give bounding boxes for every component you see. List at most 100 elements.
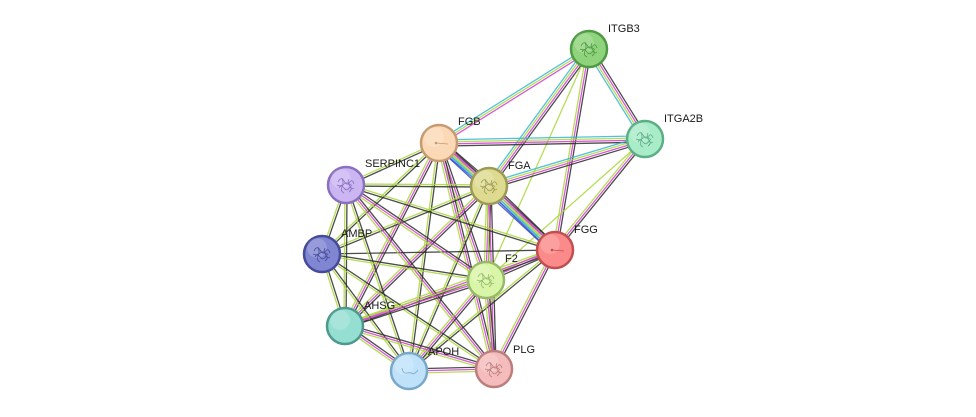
- edge-line: [554, 138, 646, 251]
- edge-line: [556, 49, 592, 251]
- edge-line: [322, 252, 487, 280]
- edge-line: [438, 142, 495, 370]
- edge-line: [437, 46, 589, 142]
- node-circle[interactable]: [474, 349, 514, 389]
- node-ambp[interactable]: [302, 234, 342, 274]
- node-label-plg: PLG: [513, 344, 535, 356]
- edge-line: [408, 279, 487, 372]
- edge-itga2b-fgg: [552, 137, 648, 252]
- node-fga[interactable]: [469, 166, 509, 206]
- node-serpinc1[interactable]: [326, 165, 366, 205]
- structure-glyph-icon: [479, 178, 498, 195]
- edge-line: [485, 138, 646, 281]
- node-circle[interactable]: [466, 260, 506, 300]
- edge-line: [320, 141, 439, 254]
- edge-line: [346, 182, 488, 279]
- node-fgg[interactable]: [535, 230, 575, 270]
- edge-itga2b-f2: [485, 138, 646, 281]
- edge-line: [489, 49, 591, 188]
- node-circle[interactable]: [389, 351, 429, 391]
- edge-serpinc1-f2: [344, 182, 488, 283]
- edge-line: [489, 141, 647, 190]
- edge-line: [344, 185, 409, 372]
- edge-itga2b-fgb: [438, 135, 646, 147]
- edge-line: [346, 183, 490, 186]
- edge-line: [342, 141, 438, 326]
- edge-line: [322, 143, 441, 256]
- node-circle[interactable]: [469, 166, 509, 206]
- edge-line: [554, 48, 590, 251]
- edge-line: [322, 252, 411, 371]
- edge-f2-apoh: [406, 278, 489, 373]
- structure-glyph-icon: [336, 177, 355, 194]
- node-label-ahsg: AHSG: [364, 300, 395, 312]
- edge-line: [344, 247, 555, 325]
- node-circle[interactable]: [625, 119, 665, 159]
- edge-line: [344, 279, 487, 327]
- edge-line: [485, 46, 587, 185]
- edge-ambp-plg: [321, 252, 495, 371]
- edge-line: [320, 254, 409, 373]
- edge-line: [345, 323, 495, 368]
- edge-itgb3-fgg: [552, 48, 592, 251]
- edge-line: [343, 184, 488, 325]
- edge-line: [345, 281, 487, 329]
- structure-glyph-icon: [484, 361, 503, 378]
- structure-glyph-icon: [312, 246, 331, 263]
- node-circle[interactable]: [326, 165, 366, 205]
- edge-line: [485, 48, 590, 281]
- node-itga2b[interactable]: [625, 119, 665, 159]
- node-f2[interactable]: [466, 260, 506, 300]
- node-apoh[interactable]: [389, 351, 429, 391]
- edge-fgb-ahsg: [342, 141, 442, 328]
- edge-line: [407, 185, 489, 371]
- node-circle[interactable]: [302, 234, 342, 274]
- edge-line: [491, 50, 593, 189]
- edge-serpinc1-plg: [343, 183, 497, 371]
- edge-itgb3-fgb: [437, 46, 591, 146]
- node-circle[interactable]: [325, 306, 365, 346]
- edge-line: [345, 184, 495, 370]
- edge-line: [407, 248, 555, 371]
- node-label-apoh: APOH: [428, 346, 459, 358]
- structure-glyph-icon: [635, 131, 654, 148]
- edge-line: [344, 249, 556, 327]
- edge-itgb3-fga: [485, 46, 593, 189]
- network-edges: [320, 46, 649, 374]
- edge-line: [345, 184, 487, 281]
- node-ahsg[interactable]: [325, 306, 365, 346]
- edge-line: [345, 185, 348, 327]
- node-plg[interactable]: [474, 349, 514, 389]
- edge-line: [410, 280, 489, 373]
- edge-fgb-plg: [436, 142, 497, 370]
- structure-glyph-icon: [434, 141, 449, 145]
- edge-fga-apoh: [407, 185, 491, 372]
- node-fgb[interactable]: [419, 123, 459, 163]
- edge-line: [438, 137, 645, 143]
- node-label-ambp: AMBP: [341, 228, 372, 240]
- edge-line: [344, 277, 486, 325]
- node-label-fgg: FGG: [574, 224, 598, 236]
- node-highlight: [330, 310, 350, 330]
- node-circle[interactable]: [569, 29, 609, 69]
- edge-line: [343, 184, 346, 326]
- edge-line: [438, 135, 645, 141]
- edge-fgb-ambp: [320, 141, 441, 256]
- node-itgb3[interactable]: [569, 29, 609, 69]
- edge-line: [487, 135, 645, 184]
- node-highlight: [424, 127, 444, 147]
- edge-line: [491, 248, 554, 369]
- node-highlight: [540, 234, 560, 254]
- structure-glyph-icon: [550, 248, 565, 252]
- edge-line: [347, 183, 497, 369]
- edge-line: [439, 139, 646, 145]
- edge-line: [343, 185, 493, 371]
- edge-line: [346, 183, 556, 250]
- edge-fgg-serpinc1: [345, 183, 556, 252]
- edge-line: [489, 139, 646, 188]
- edge-line: [556, 139, 648, 252]
- edge-line: [439, 141, 646, 147]
- structure-glyph-icon: [476, 272, 495, 289]
- structure-glyph-icon: [579, 41, 598, 58]
